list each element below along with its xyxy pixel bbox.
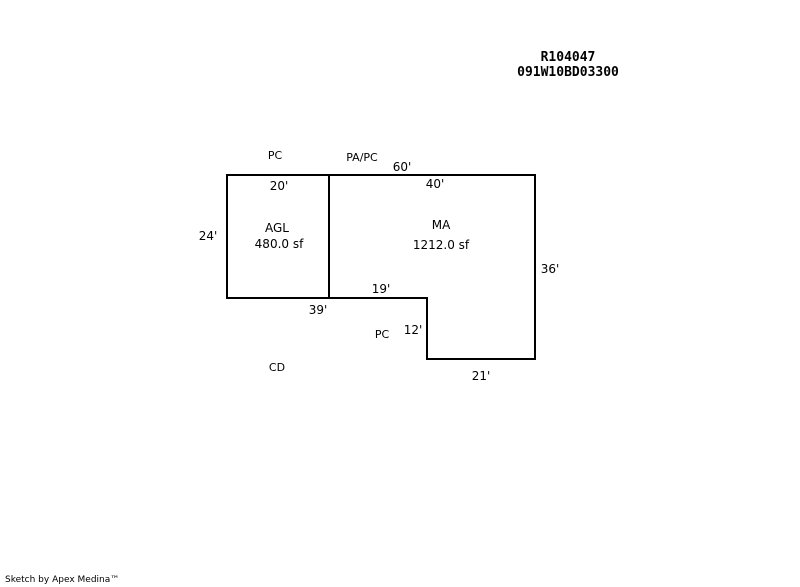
dim-bottom-left: 39' [309, 303, 328, 317]
agl-code: AGL [265, 221, 289, 235]
map-tax-lot: 091W10BD03300 [517, 65, 619, 80]
sketch-credit: Sketch by Apex Medina™ [5, 575, 120, 585]
pc-lower-label: PC [375, 328, 390, 341]
dim-total-top: 60' [393, 160, 412, 174]
sketch-header: R104047 091W10BD03300 [480, 50, 656, 80]
dim-ma-step-top: 19' [372, 282, 391, 296]
pa-pc-label: PA/PC [346, 151, 378, 164]
dim-ma-step-left: 12' [404, 323, 423, 337]
ma-area: 1212.0 sf [413, 238, 470, 252]
account-number: R104047 [540, 50, 596, 65]
pc-top-label: PC [268, 149, 283, 162]
agl-area: 480.0 sf [255, 237, 304, 251]
ma-outline [329, 174, 536, 360]
dim-agl-top: 20' [270, 179, 289, 193]
dim-ma-top: 40' [426, 177, 445, 191]
agl-outline [226, 174, 330, 299]
dim-agl-left: 24' [199, 229, 218, 243]
ma-code: MA [432, 218, 451, 232]
cd-label: CD [269, 361, 285, 374]
dim-ma-right: 36' [541, 262, 560, 276]
dim-ma-bottom: 21' [472, 369, 491, 383]
